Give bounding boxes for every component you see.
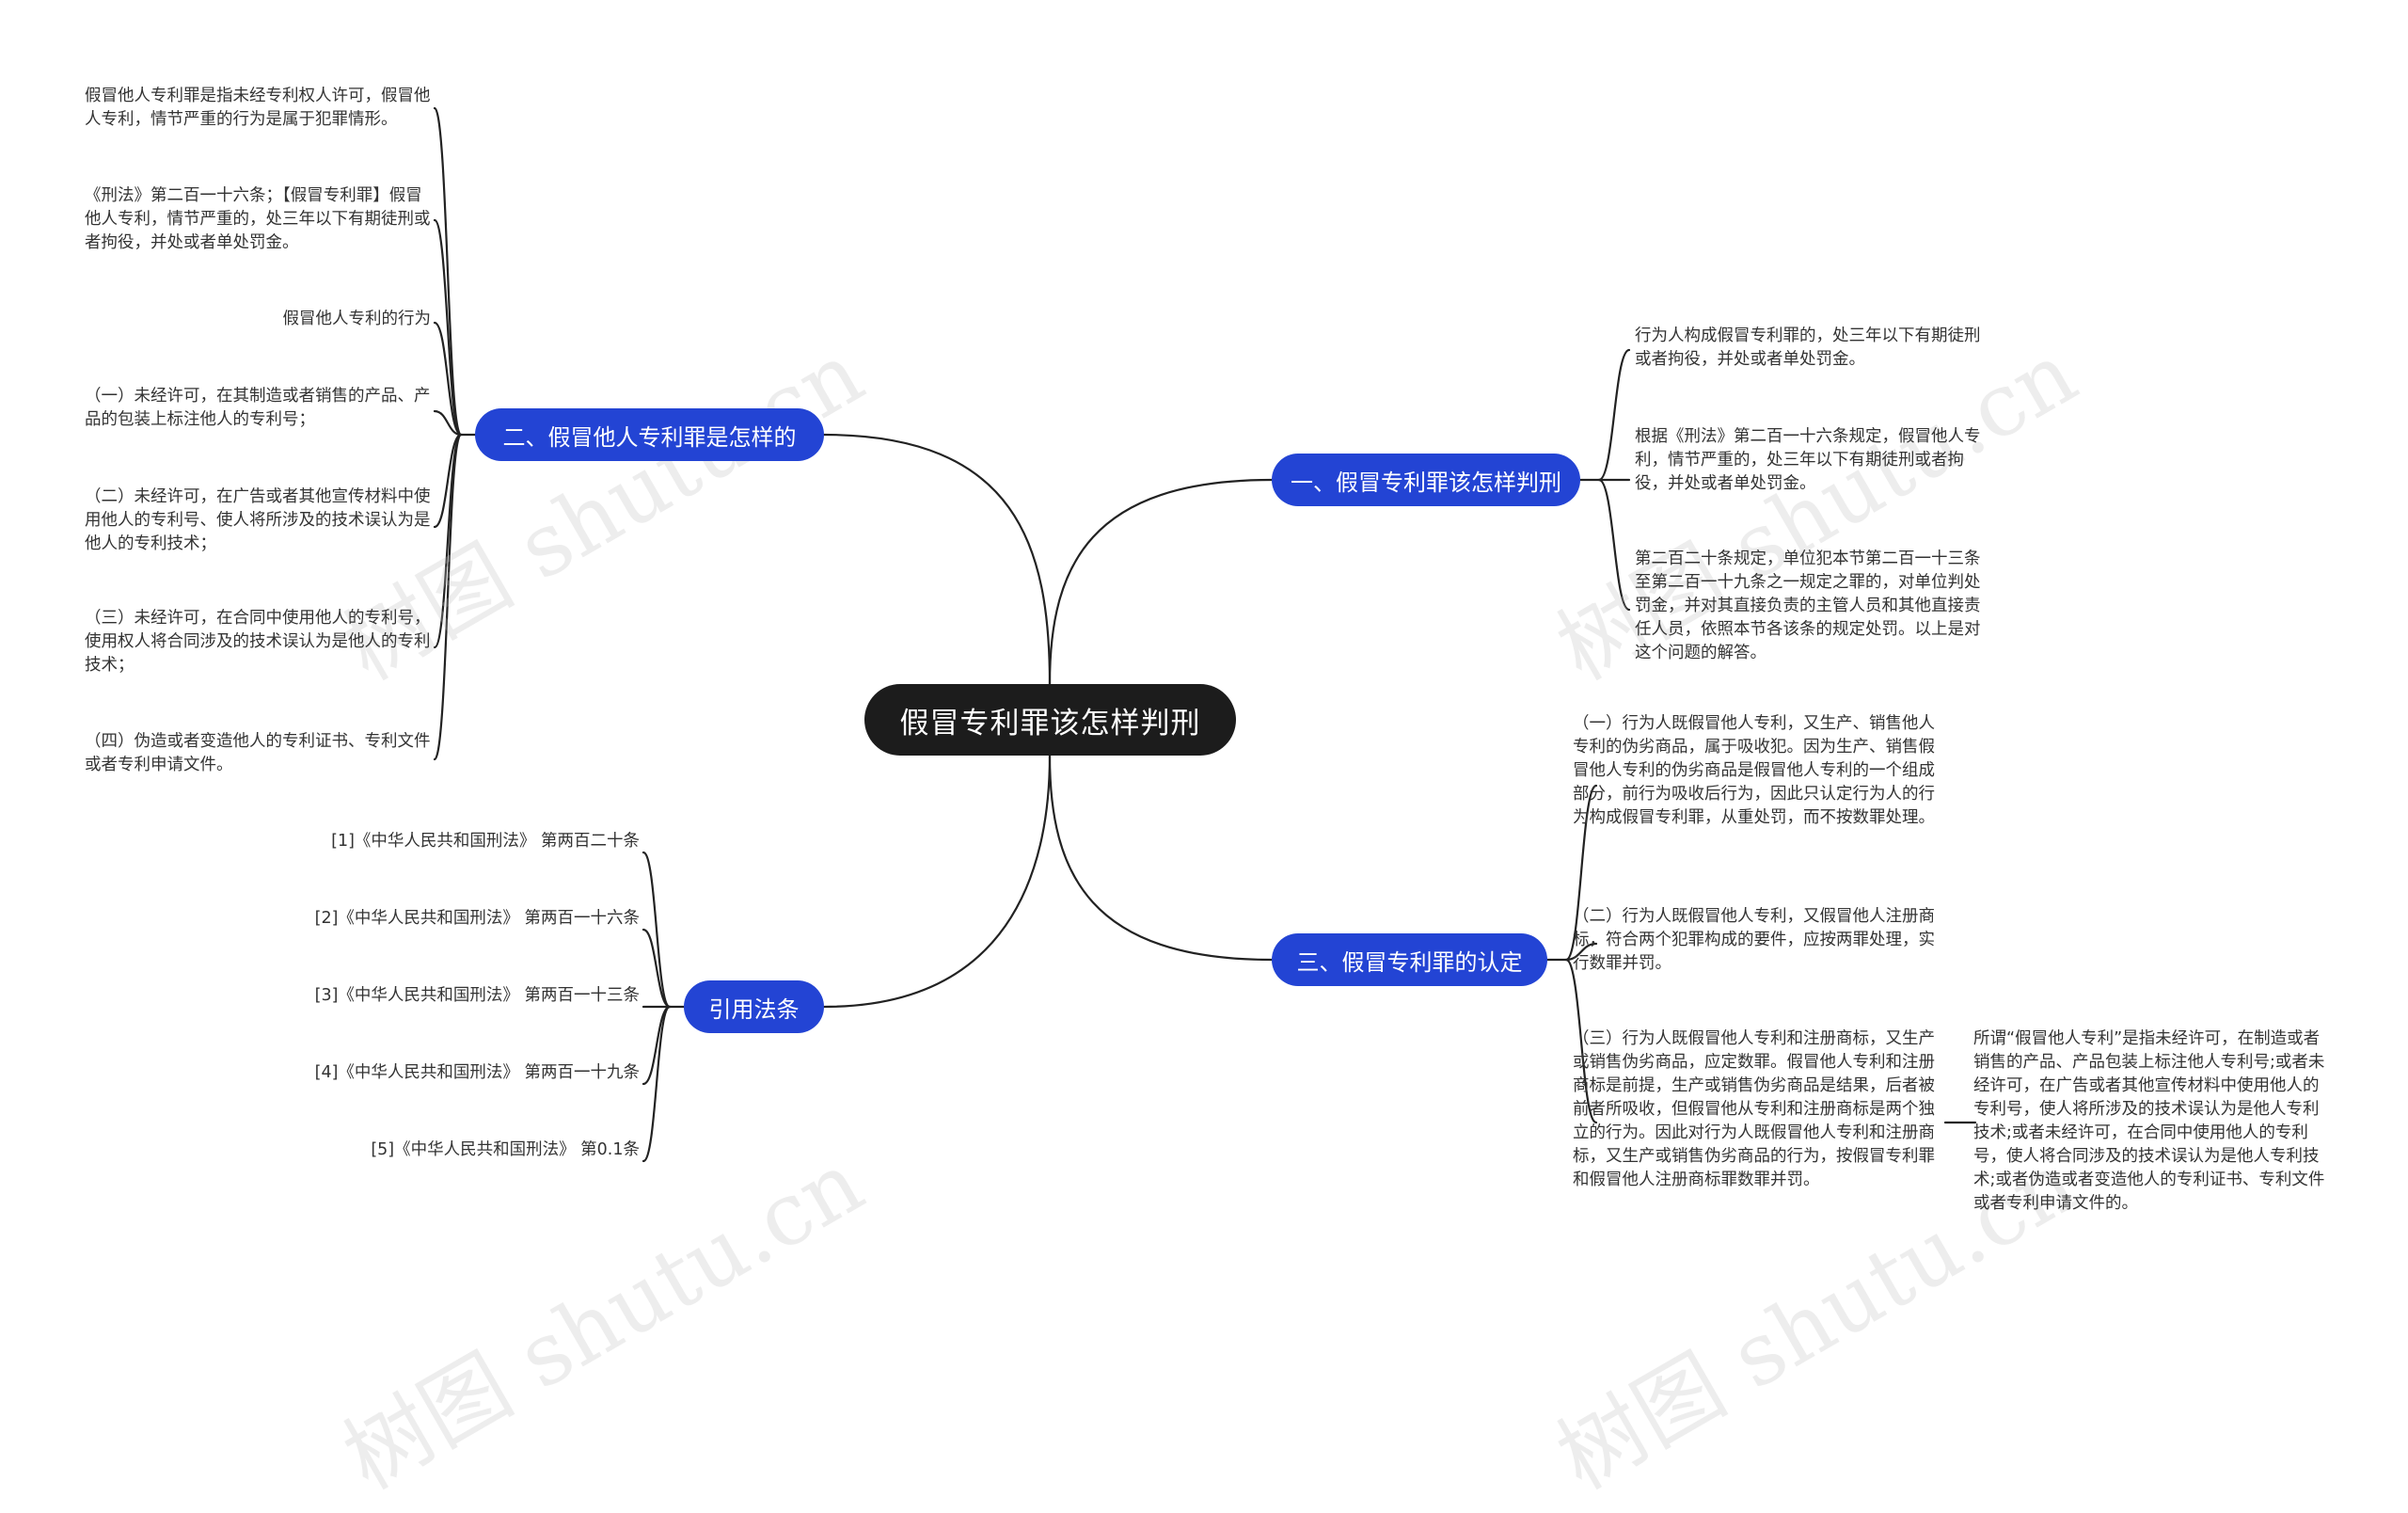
leaf-crime-3: 假冒他人专利的行为 — [282, 310, 432, 328]
link-b2-item2 — [433, 218, 463, 437]
root-topic[interactable]: 假冒专利罪该怎样判刑 — [864, 684, 1236, 756]
link-root-b2 — [822, 433, 1052, 686]
link-b2-item1 — [433, 106, 463, 437]
link-b2-item4 — [433, 409, 463, 437]
leaf-crime-2: 《刑法》第二百一十六条；【假冒专利罪】假冒他人专利，情节严重的，处三年以下有期徒… — [85, 186, 431, 252]
link-b2-item7 — [433, 433, 463, 761]
leaf-law-2: [2]《中华人民共和国刑法》 第两百一十六条 — [314, 909, 640, 928]
leaf-law-3: [3]《中华人民共和国刑法》 第两百一十三条 — [314, 986, 640, 1005]
link-root-b4 — [822, 754, 1052, 1009]
link-root-b1 — [1048, 478, 1274, 686]
link-b1-item3 — [1597, 478, 1631, 612]
leaf-determination-3: （三）行为人既假冒他人专利和注册商标，又生产或销售伪劣商品，应定数罪。假冒他人专… — [1573, 1029, 1935, 1189]
link-b3-item2 — [1564, 942, 1598, 962]
leaf-law-5: [5]《中华人民共和国刑法》 第0.1条 — [371, 1140, 640, 1159]
branch-node-cited-laws[interactable]: 引用法条 — [684, 980, 824, 1033]
leaf-crime-5: （二）未经许可，在广告或者其他宣传材料中使用他人的专利号、使人将所涉及的技术误认… — [85, 487, 431, 553]
branch-node-determination[interactable]: 三、假冒专利罪的认定 — [1272, 933, 1547, 986]
link-b2-item5 — [433, 433, 463, 529]
link-b4-item1 — [642, 851, 672, 1009]
leaf-determination-sub: 所谓“假冒他人专利”是指未经许可，在制造或者销售的产品、产品包装上标注他人专利号… — [1973, 1029, 2325, 1213]
leaf-penalty-2: 根据《刑法》第二百一十六条规定，假冒他人专利，情节严重的，处三年以下有期徒刑或者… — [1635, 427, 1981, 493]
branch-node-what-is-crime[interactable]: 二、假冒他人专利罪是怎样的 — [475, 408, 824, 461]
link-b4-item2 — [642, 928, 672, 1009]
leaf-law-4: [4]《中华人民共和国刑法》 第两百一十九条 — [314, 1063, 640, 1082]
connector-lines — [433, 106, 1977, 1163]
leaf-law-1: [1]《中华人民共和国刑法》 第两百二十条 — [331, 832, 640, 851]
leaf-determination-2: （二）行为人既假冒他人专利，又假冒他人注册商标，符合两个犯罪构成的要件，应按两罪… — [1573, 907, 1935, 973]
leaf-determination-1: （一）行为人既假冒他人专利，又生产、销售他人专利的伪劣商品，属于吸收犯。因为生产… — [1573, 714, 1935, 827]
branch-node-penalty[interactable]: 一、假冒专利罪该怎样判刑 — [1272, 454, 1580, 506]
leaf-penalty-1: 行为人构成假冒专利罪的，处三年以下有期徒刑或者拘役，并处或者单处罚金。 — [1635, 326, 1981, 369]
link-b2-item3 — [433, 321, 463, 437]
leaf-crime-4: （一）未经许可，在其制造或者销售的产品、产品的包装上标注他人的专利号； — [85, 387, 431, 429]
leaf-crime-7: （四）伪造或者变造他人的专利证书、专利文件或者专利申请文件。 — [85, 732, 431, 774]
link-b4-item5 — [642, 1005, 672, 1163]
leaf-crime-6: （三）未经许可，在合同中使用他人的专利号，使用权人将合同涉及的技术误认为是他人的… — [85, 609, 431, 675]
leaf-crime-1: 假冒他人专利罪是指未经专利权人许可，假冒他人专利，情节严重的行为是属于犯罪情形。 — [85, 87, 431, 129]
link-b3-item3 — [1564, 958, 1598, 1124]
link-b1-item1 — [1597, 348, 1631, 482]
link-b3-item1 — [1564, 784, 1598, 962]
link-root-b3 — [1048, 754, 1274, 962]
leaf-penalty-3: 第二百二十条规定，单位犯本节第二百一十三条至第二百一十九条之一规定之罪的，对单位… — [1635, 549, 1981, 662]
